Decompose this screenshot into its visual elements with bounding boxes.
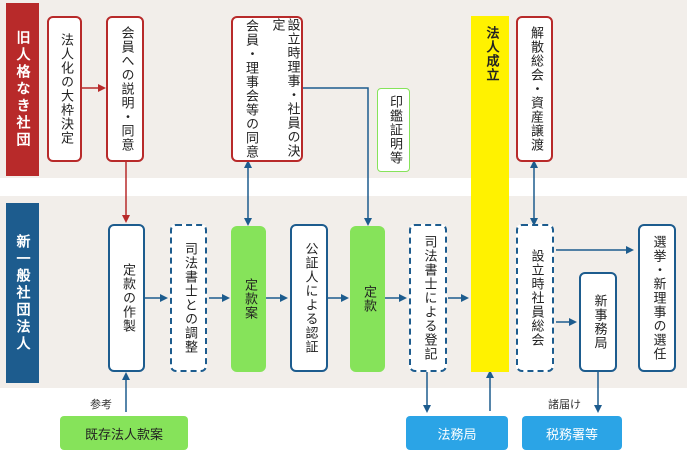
- lane-label-new: 新一般社団法人: [6, 203, 39, 383]
- box-established: 法人成立: [471, 16, 509, 372]
- pill-tax-office: 税務署等: [522, 416, 622, 450]
- box-new-office: 新事務局: [579, 272, 617, 372]
- box-articles-draft: 定款の作製: [108, 224, 145, 372]
- box-seal-cert: 印鑑証明等: [377, 88, 410, 172]
- box-scrivener-adjust: 司法書士との調整: [170, 224, 207, 372]
- box-notary-cert: 公証人による認証: [290, 224, 328, 372]
- box-articles-plan: 定款案: [231, 226, 266, 372]
- box-decide-framework: 法人化の大枠決定: [47, 16, 82, 162]
- box-member-explain: 会員への説明・同意: [106, 16, 144, 162]
- box-general-meeting: 設立時社員総会: [516, 224, 554, 372]
- pill-legal-bureau: 法務局: [406, 416, 508, 450]
- arrow-founding-to-articles: [303, 87, 372, 226]
- lane-label-old: 旧人格なき社団: [6, 3, 39, 176]
- box-elect-officers: 選挙・新理事の選任: [638, 224, 676, 372]
- box-articles: 定款: [350, 226, 385, 372]
- note-notifications: 諸届け: [548, 398, 581, 411]
- box-board-consent: 会員・理事会等の同意: [231, 16, 267, 162]
- box-founding-decision: 設立時理事・社員の決定: [266, 16, 303, 162]
- pill-existing-articles: 既存法人款案: [60, 416, 188, 450]
- box-dissolution: 解散総会・資産譲渡: [516, 16, 553, 162]
- note-reference: 参考: [90, 398, 112, 411]
- box-scrivener-register: 司法書士による登記: [409, 224, 447, 372]
